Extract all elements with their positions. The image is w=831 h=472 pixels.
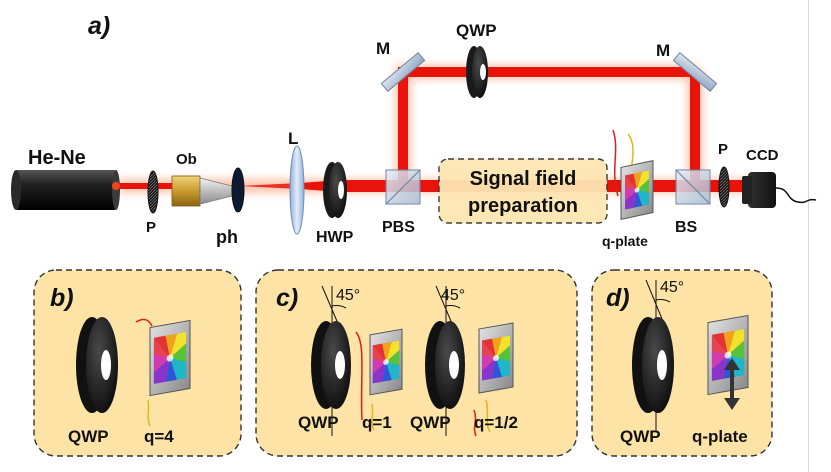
q-plate-c2-label: q=1/2 (474, 413, 518, 432)
signal-box-line2: preparation (468, 195, 578, 217)
qwp-d-label: QWP (620, 427, 661, 446)
translation-arrow-icon (724, 358, 740, 410)
objective (171, 175, 233, 207)
angle-c1: 45° (336, 287, 360, 304)
ccd-label: CCD (746, 147, 779, 164)
q-plate-c1 (355, 328, 403, 431)
mirror-right-label: M (656, 41, 670, 60)
q-plate-d-label: q-plate (692, 427, 748, 446)
q-plate-a-label: q-plate (602, 233, 648, 249)
he-ne-laser (11, 170, 120, 210)
angle-d: 45° (660, 279, 684, 296)
panel-b: b) QWP q=4 (33, 269, 242, 457)
panel-c-label: c) (276, 284, 298, 312)
panel-d: d) 45° QWP q-plate (591, 269, 773, 457)
angle-c2: 45° (441, 287, 465, 304)
qwp-top-waveplate (466, 46, 488, 98)
panel-a: a) He-Ne (11, 12, 817, 249)
qwp-b-label: QWP (68, 427, 109, 446)
qwp-c1-label: QWP (298, 413, 339, 432)
pbs-label: PBS (382, 219, 415, 236)
beam-splitter (675, 169, 711, 205)
panel-d-label: d) (606, 284, 630, 312)
pinhole-label: ph (216, 227, 238, 247)
panel-b-label: b) (50, 284, 74, 312)
qwp-c2 (425, 285, 465, 436)
polarizer-out-label: P (718, 141, 728, 158)
q-plate-c1-label: q=1 (362, 413, 392, 432)
ccd-camera (742, 172, 817, 208)
q-plate-c2 (473, 322, 514, 437)
laser-beam-glow (118, 66, 758, 192)
objective-label: Ob (176, 151, 197, 168)
q-plate-a (612, 129, 654, 221)
polarizer-out (718, 166, 730, 208)
qwp-top-label: QWP (456, 21, 497, 40)
mirror-right (672, 52, 718, 92)
q-plate-b (135, 318, 191, 427)
qwp-c1 (311, 285, 351, 436)
panel-c: c) 45° 45° (255, 269, 578, 457)
signal-field-preparation-box (438, 158, 608, 224)
lens-label: L (288, 129, 298, 148)
panel-a-label: a) (88, 12, 110, 40)
mirror-left (380, 52, 426, 92)
page-edge-divider (808, 0, 809, 472)
hwp-label: HWP (316, 229, 354, 246)
hwp-waveplate (323, 162, 347, 218)
q-plate-d (707, 314, 749, 410)
polarizer-in-label: P (146, 219, 156, 236)
mirror-left-label: M (376, 39, 390, 58)
q-plate-b-label: q=4 (144, 427, 174, 446)
qwp-b (76, 317, 118, 413)
bs-label: BS (675, 219, 698, 236)
he-ne-label: He-Ne (28, 147, 86, 169)
polarizing-beam-splitter (385, 169, 421, 205)
signal-box-line1: Signal field (470, 168, 577, 190)
qwp-c2-label: QWP (410, 413, 451, 432)
polarizer-in (147, 170, 159, 214)
lens (289, 145, 305, 235)
qwp-d (632, 279, 674, 432)
pinhole (231, 167, 245, 213)
